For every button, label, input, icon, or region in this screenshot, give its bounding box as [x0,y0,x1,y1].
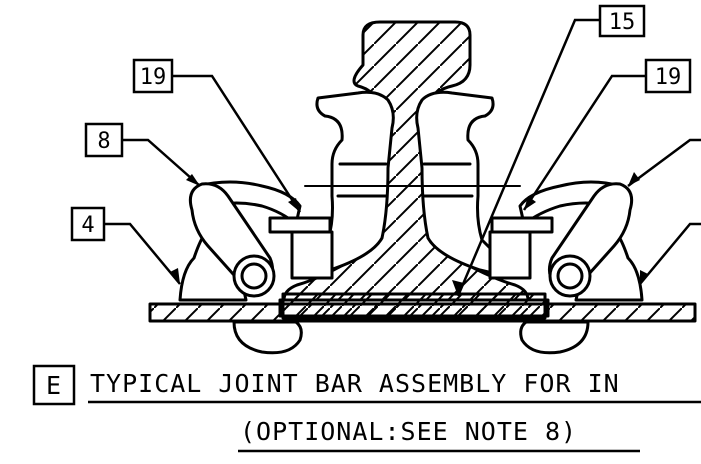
callout-label-8: 8 [97,129,110,154]
clip-left [178,180,334,355]
callout-label-4: 4 [81,213,94,238]
caption-line-1: TYPICAL JOINT BAR ASSEMBLY FOR IN [90,369,620,398]
callout-label-15: 15 [609,10,636,35]
section-marker: E [46,371,62,400]
leader-19-left [172,74,302,213]
arrowhead-right-lower [640,270,648,284]
callout-box-4 [70,206,106,242]
leader-4 [104,222,181,285]
joint-bar-right-rib [422,162,474,198]
caption-line-2: (OPTIONAL:SEE NOTE 8) [240,417,577,446]
leader-15 [456,18,600,297]
leader-right-lower [639,222,701,285]
arrowhead-4 [170,268,180,284]
callout-label-19-left: 19 [140,65,167,90]
clip-right [488,180,644,355]
section-marker-box [32,364,76,406]
arrowhead-19-right [524,196,536,210]
leaders [104,18,701,297]
callout-box-19-right [644,58,692,94]
leader-19-right [522,74,646,211]
callout-label-19-right: 19 [655,65,682,90]
leader-right-upper [627,138,701,188]
arrowhead-right-upper [628,172,640,186]
joint-bar-left-rib [336,162,388,198]
arrowheads [170,172,648,296]
callout-box-15 [598,4,646,38]
leader-8 [122,138,201,187]
callout-box-19-left [132,58,174,94]
arrowhead-8 [186,174,200,186]
arrowhead-19-left [288,198,300,212]
arrowhead-15 [452,280,464,296]
callout-box-8 [84,122,124,158]
